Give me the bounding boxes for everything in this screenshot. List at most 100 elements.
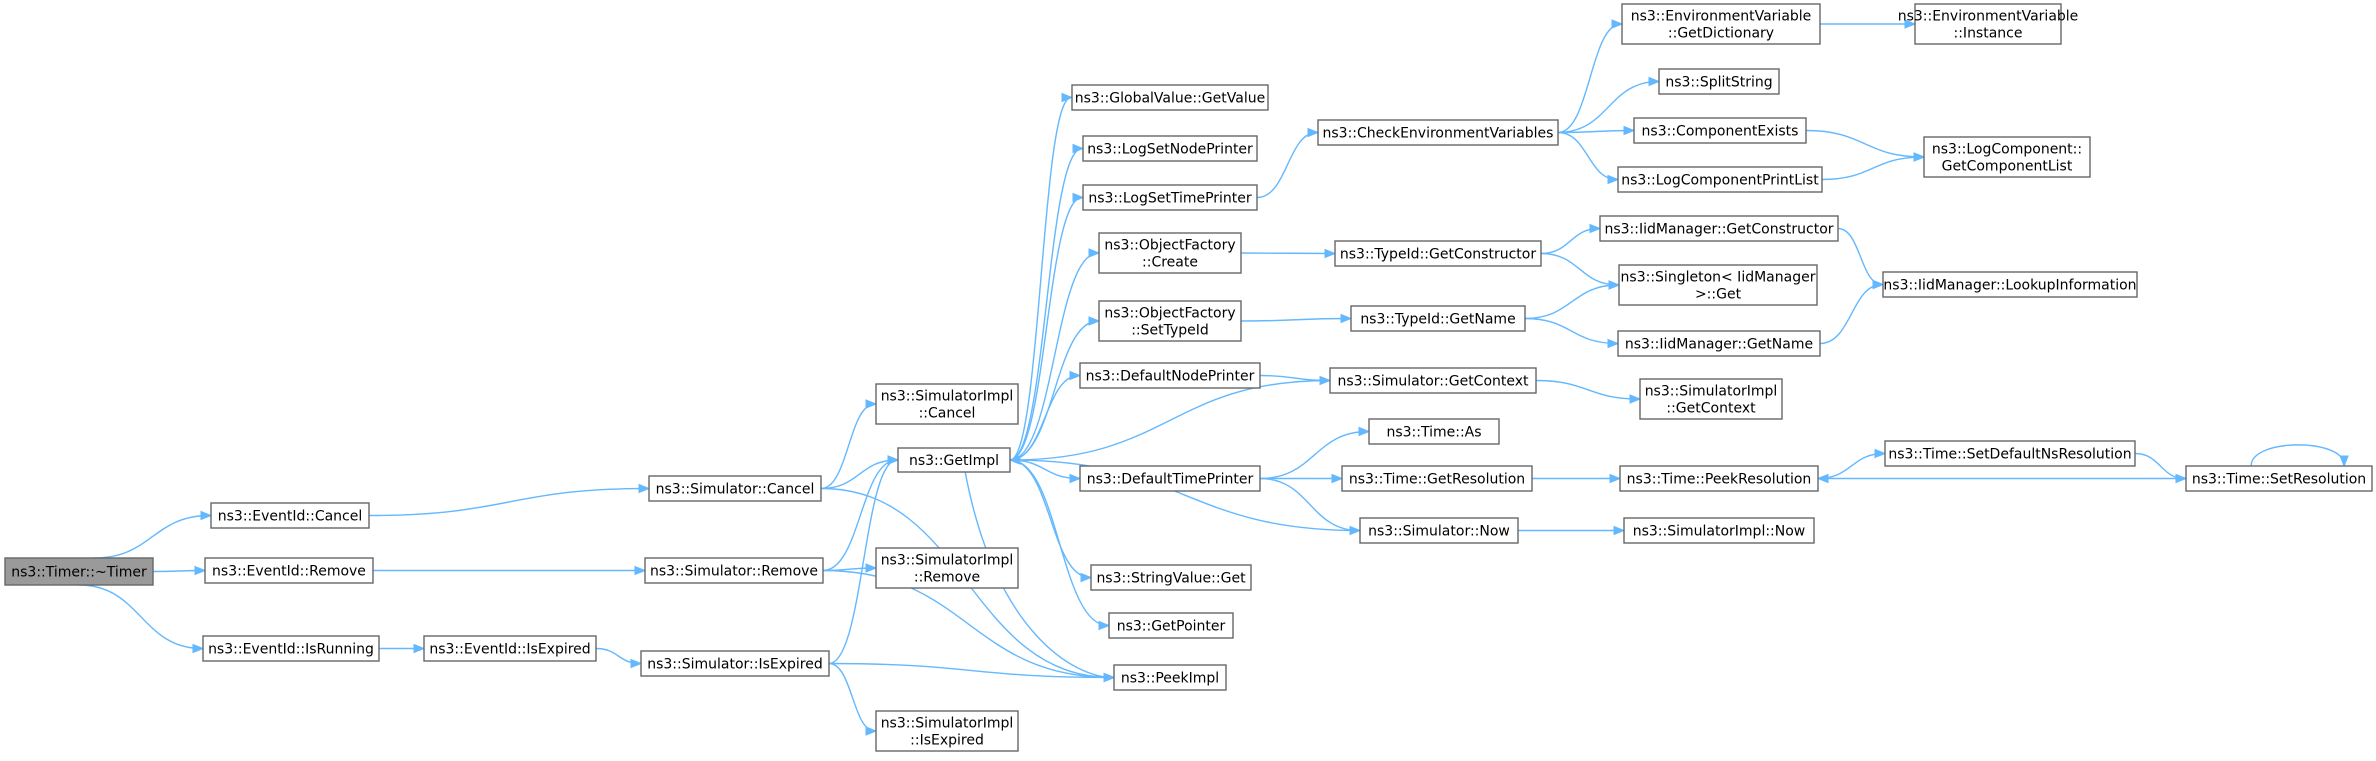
node-box <box>1658 68 1780 95</box>
edge-line <box>78 584 203 650</box>
node-getimpl[interactable]: ns3::GetImpl <box>897 447 1011 473</box>
node-typeid_getconstructor[interactable]: ns3::TypeId::GetConstructor <box>1334 240 1542 267</box>
edge-sim_now-to-getimpl <box>1008 455 1361 532</box>
node-iid_lookupinformation[interactable]: ns3::IidManager::LookupInformation <box>1882 271 2138 298</box>
edge-line <box>368 487 649 517</box>
node-box <box>1329 367 1537 394</box>
node-label: ns3::GlobalValue::GetValue <box>1075 91 1265 107</box>
node-eventid_cancel[interactable]: ns3::EventId::Cancel <box>210 502 370 529</box>
node-env_getdictionary[interactable]: ns3::EnvironmentVariable::GetDictionary <box>1621 3 1821 45</box>
node-label: ns3::DefaultTimePrinter <box>1087 472 1254 488</box>
node-sim_now[interactable]: ns3::Simulator::Now <box>1359 517 1519 544</box>
node-label: >::Get <box>1695 287 1742 303</box>
node-label: ns3::Singleton< IidManager <box>1621 270 1816 286</box>
edge-eventid_isrunning-to-eventid_isexpired <box>379 643 426 654</box>
node-simimpl_now[interactable]: ns3::SimulatorImpl::Now <box>1623 517 1815 544</box>
node-iid_getname[interactable]: ns3::IidManager::GetName <box>1617 330 1821 357</box>
node-simimpl_cancel[interactable]: ns3::SimulatorImpl::Cancel <box>875 383 1019 425</box>
node-box <box>1090 564 1252 591</box>
node-eventid_isexpired[interactable]: ns3::EventId::IsExpired <box>423 635 597 662</box>
node-time_setresolution[interactable]: ns3::Time::SetResolution <box>2185 465 2373 492</box>
node-componentexists[interactable]: ns3::ComponentExists <box>1633 117 1807 144</box>
node-logcomp_getcomponentlist[interactable]: ns3::LogComponent::GetComponentList <box>1923 136 2091 178</box>
node-label: ns3::IidManager::LookupInformation <box>1883 278 2136 294</box>
edge-line <box>1240 252 1335 255</box>
edge-line <box>1009 320 1099 461</box>
edge-logcomponentprintlist-to-logcomp_getcomponentlist <box>1821 152 1926 181</box>
node-label: ns3::Simulator::Remove <box>650 564 818 580</box>
node-box <box>423 635 597 662</box>
node-label: ns3::EventId::IsExpired <box>429 642 590 658</box>
node-label: ns3::Time::GetResolution <box>1349 472 1525 488</box>
edge-line <box>1837 227 1883 286</box>
node-of_settypeid[interactable]: ns3::ObjectFactory::SetTypeId <box>1098 300 1242 342</box>
edge-iid_getname-to-iid_lookupinformation <box>1819 279 1885 345</box>
edge-arrowhead <box>1589 223 1602 234</box>
node-simimpl_isexpired[interactable]: ns3::SimulatorImpl::IsExpired <box>875 710 1019 752</box>
node-splitstring[interactable]: ns3::SplitString <box>1658 68 1780 95</box>
edge-timer_dtor-to-eventid_cancel <box>93 510 213 559</box>
edge-line <box>1557 23 1622 134</box>
node-sim_getcontext[interactable]: ns3::Simulator::GetContext <box>1329 367 1537 394</box>
node-iid_getconstructor[interactable]: ns3::IidManager::GetConstructor <box>1599 215 1839 242</box>
node-simimpl_getcontext[interactable]: ns3::SimulatorImpl::GetContext <box>1639 378 1783 420</box>
node-time_setdefaultnsresolution[interactable]: ns3::Time::SetDefaultNsResolution <box>1884 440 2136 467</box>
edge-getimpl-to-of_create <box>1009 248 1101 461</box>
node-singleton_get[interactable]: ns3::Singleton< IidManager>::Get <box>1618 264 1818 306</box>
edge-arrowhead <box>630 658 643 669</box>
node-label: ::SetTypeId <box>1131 323 1209 339</box>
edge-env_getdictionary-to-env_instance <box>1820 19 1917 29</box>
node-sim_isexpired[interactable]: ns3::Simulator::IsExpired <box>640 650 830 677</box>
edge-sim_getcontext-to-simimpl_getcontext <box>1535 379 1642 404</box>
node-stringvalue_get[interactable]: ns3::StringValue::Get <box>1090 564 1252 591</box>
node-eventid_isrunning[interactable]: ns3::EventId::IsRunning <box>202 635 380 662</box>
node-sim_remove[interactable]: ns3::Simulator::Remove <box>644 557 824 584</box>
node-gv_getvalue[interactable]: ns3::GlobalValue::GetValue <box>1071 84 1269 111</box>
node-time_as[interactable]: ns3::Time::As <box>1368 418 1500 445</box>
edge-arrowhead <box>1008 455 1021 465</box>
node-label: ::Cancel <box>919 406 976 422</box>
node-of_create[interactable]: ns3::ObjectFactory::Create <box>1098 232 1242 274</box>
node-peekimpl[interactable]: ns3::PeekImpl <box>1113 664 1227 691</box>
node-eventid_remove[interactable]: ns3::EventId::Remove <box>204 557 374 584</box>
edge-arrowhead <box>1816 473 1829 484</box>
edge-line <box>1009 252 1099 461</box>
edge-getimpl-to-peekimpl <box>964 471 1116 683</box>
node-time_getresolution[interactable]: ns3::Time::GetResolution <box>1341 465 1533 492</box>
edge-checkenv-to-splitstring <box>1557 76 1661 134</box>
edge-arrowhead <box>200 510 213 521</box>
edge-line <box>828 459 898 665</box>
node-timer_dtor[interactable]: ns3::Timer::~Timer <box>4 557 154 586</box>
node-box <box>2185 465 2373 492</box>
node-label: ::GetDictionary <box>1668 26 1774 42</box>
node-typeid_getname[interactable]: ns3::TypeId::GetName <box>1350 305 1526 332</box>
node-box <box>1341 465 1533 492</box>
edge-getimpl-to-gv_getvalue <box>1009 92 1074 461</box>
node-logcomponentprintlist[interactable]: ns3::LogComponentPrintList <box>1617 166 1823 193</box>
node-logsetnodeprinter[interactable]: ns3::LogSetNodePrinter <box>1082 135 1258 162</box>
edge-arrowhead <box>192 643 205 654</box>
node-time_peekresolution[interactable]: ns3::Time::PeekResolution <box>1619 465 1819 492</box>
node-checkenv[interactable]: ns3::CheckEnvironmentVariables <box>1317 119 1559 146</box>
node-simimpl_remove[interactable]: ns3::SimulatorImpl::Remove <box>875 547 1019 589</box>
edge-arrowhead <box>1088 316 1101 326</box>
node-box <box>1884 440 2136 467</box>
edge-arrowhead <box>1072 192 1085 203</box>
node-box <box>1350 305 1526 332</box>
edge-arrowhead <box>1331 473 1344 484</box>
node-defaulttimeprinter[interactable]: ns3::DefaultTimePrinter <box>1079 465 1261 492</box>
edge-line <box>1009 96 1072 461</box>
node-box <box>1621 3 1821 45</box>
node-sim_cancel[interactable]: ns3::Simulator::Cancel <box>648 475 822 502</box>
edge-arrowhead <box>1098 620 1111 631</box>
node-defaultnodeprinter[interactable]: ns3::DefaultNodePrinter <box>1079 362 1261 389</box>
edge-arrowhead <box>1874 448 1887 459</box>
edge-arrowhead <box>1358 426 1371 437</box>
node-box <box>640 650 830 677</box>
edge-line <box>1240 317 1351 322</box>
node-logsettimeprinter[interactable]: ns3::LogSetTimePrinter <box>1082 184 1258 211</box>
node-env_instance[interactable]: ns3::EnvironmentVariable::Instance <box>1898 3 2079 45</box>
edge-eventid_isexpired-to-sim_isexpired <box>595 647 643 669</box>
node-label: ns3::LogSetTimePrinter <box>1088 191 1252 207</box>
node-getpointer[interactable]: ns3::GetPointer <box>1108 612 1234 639</box>
